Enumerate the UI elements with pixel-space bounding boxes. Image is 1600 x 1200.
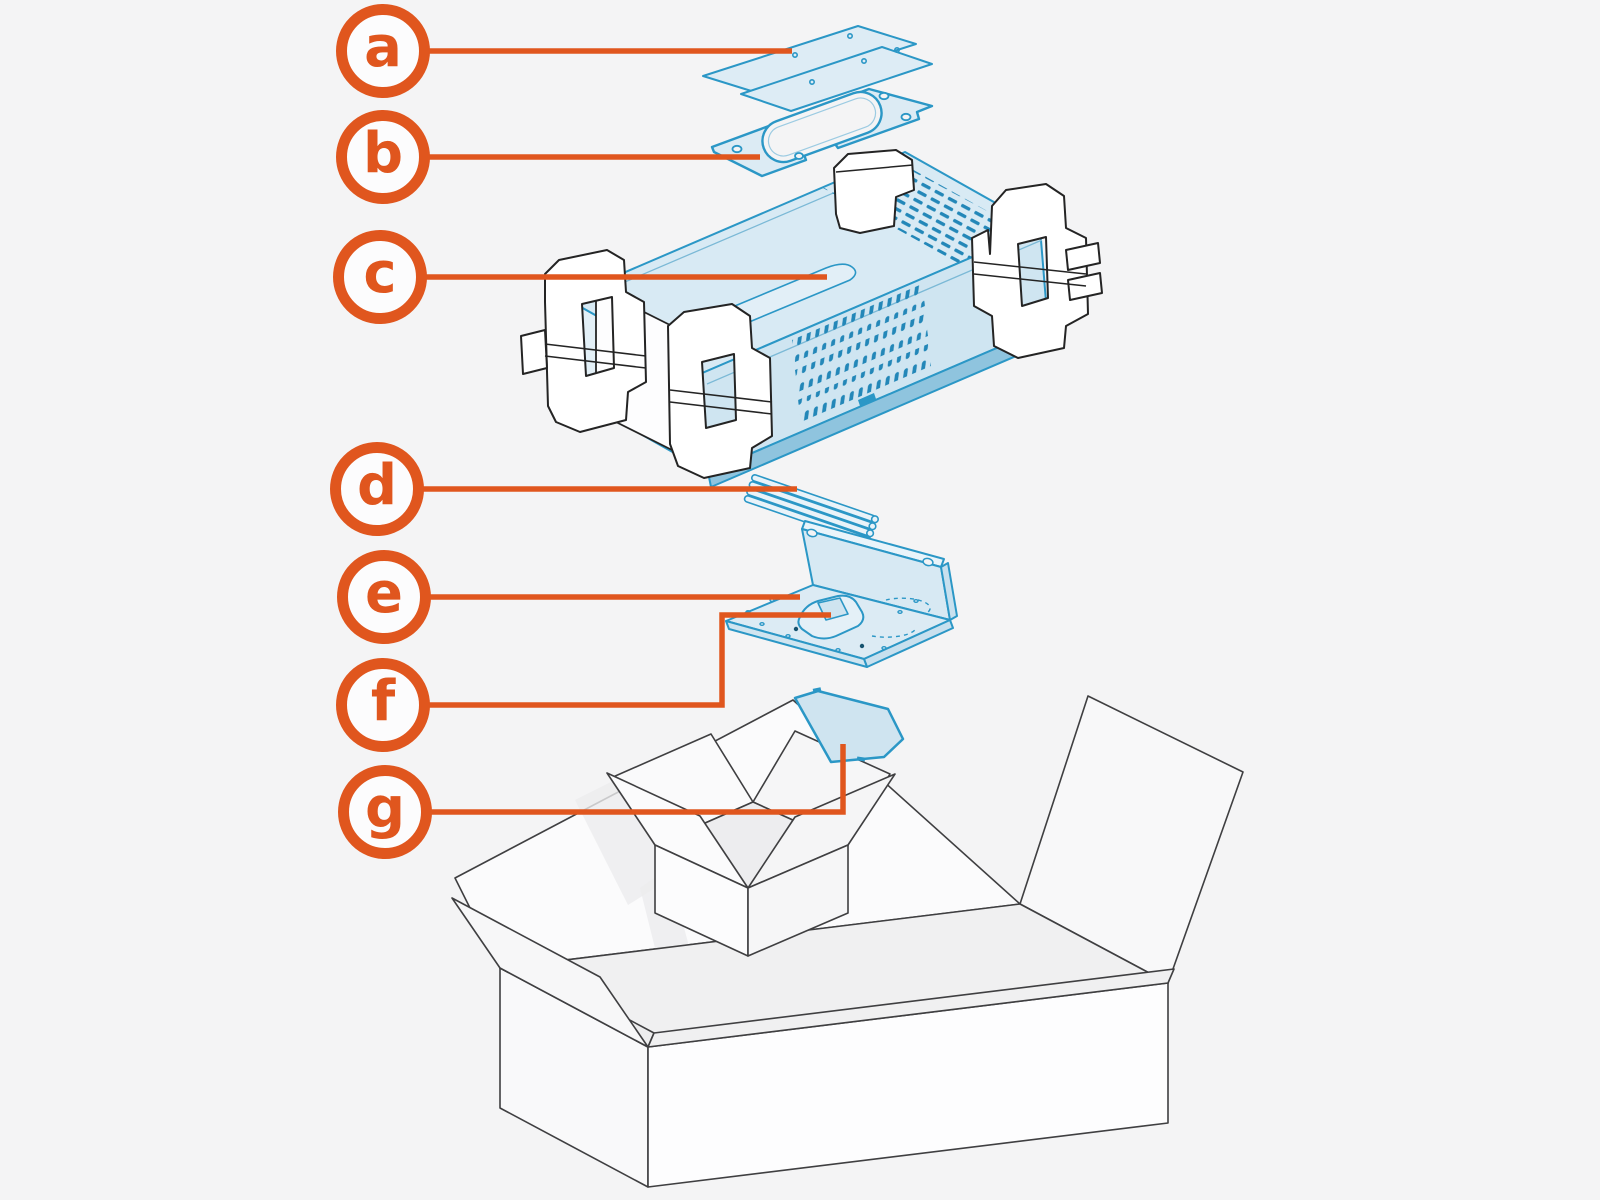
callout-b: b bbox=[336, 110, 430, 204]
foam-cap-front-left bbox=[544, 249, 647, 433]
plastic-bag bbox=[793, 687, 905, 764]
tray-wall-flange bbox=[940, 562, 958, 621]
callout-d-letter: d bbox=[356, 453, 398, 518]
callout-g-letter: g bbox=[364, 776, 406, 841]
instrument-foot bbox=[858, 393, 876, 406]
callout-e: e bbox=[337, 550, 431, 644]
side-vent-grille bbox=[792, 284, 931, 422]
callout-a: a bbox=[336, 4, 430, 98]
instrument bbox=[520, 149, 1103, 488]
bag-seal-tab bbox=[856, 756, 866, 762]
adapter-plate bbox=[710, 87, 934, 178]
callout-a-letter: a bbox=[364, 15, 402, 80]
foam-tab bbox=[520, 329, 548, 375]
tray-dark-dot bbox=[793, 626, 799, 632]
sheet-back bbox=[702, 25, 917, 95]
tray-base-lip bbox=[725, 620, 868, 668]
outer-carton-front-left-flap bbox=[451, 897, 649, 1048]
callout-b-letter: b bbox=[362, 121, 404, 186]
leader-g bbox=[429, 744, 846, 815]
tray-dark-dot bbox=[859, 643, 865, 649]
foam-tab bbox=[1065, 242, 1101, 271]
document-sheets bbox=[702, 25, 933, 112]
leader-lines bbox=[421, 48, 846, 815]
outer-carton bbox=[451, 695, 1244, 1188]
foam-end-caps bbox=[520, 149, 1103, 479]
foam-cap-front-right bbox=[667, 303, 773, 479]
callout-f-letter: f bbox=[370, 669, 396, 734]
callout-c-letter: c bbox=[363, 241, 397, 306]
tray-slot-hole bbox=[806, 528, 818, 538]
bag-seal-tab bbox=[812, 687, 822, 693]
leader-f bbox=[427, 612, 831, 708]
callout-d: d bbox=[330, 442, 424, 536]
callout-f: f bbox=[336, 658, 430, 752]
inner-box-right-wall bbox=[747, 844, 849, 957]
callout-g: g bbox=[338, 765, 432, 859]
outer-carton-rim-lip-right bbox=[647, 968, 1175, 1048]
tray-slot-hole bbox=[922, 557, 934, 567]
callout-c: c bbox=[333, 230, 427, 324]
callout-e-letter: e bbox=[365, 561, 403, 626]
sheet-front bbox=[740, 46, 933, 112]
mounting-tray bbox=[725, 520, 958, 668]
foam-cap-rear-right bbox=[971, 183, 1089, 359]
